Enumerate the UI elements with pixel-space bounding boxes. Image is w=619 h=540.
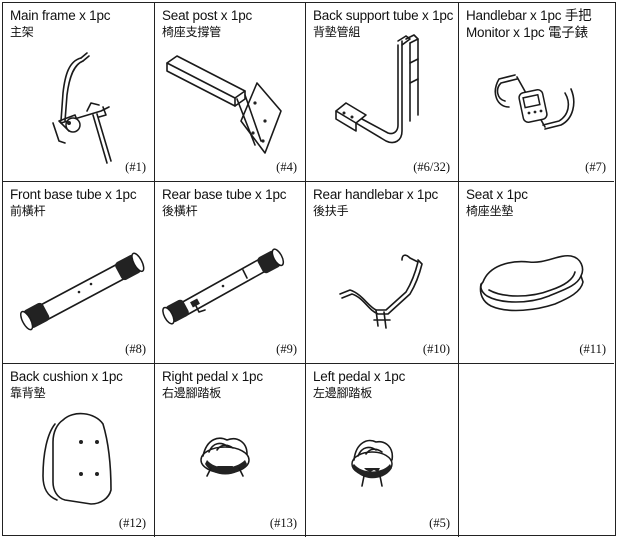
part-code: (#6/32)	[413, 160, 450, 174]
part-title: Back support tube x 1pc 背墊管組	[313, 7, 453, 41]
part-title: Handlebar x 1pc 手把 Monitor x 1pc 電子錶	[466, 7, 592, 41]
part-name: Seat x 1pc	[466, 187, 528, 202]
part-title: Rear base tube x 1pc 後橫杆	[162, 186, 287, 220]
part-name-cn: 主架	[10, 25, 34, 39]
rear-handlebar-icon	[339, 254, 423, 329]
part-title: Seat post x 1pc 椅座支撐管	[162, 7, 252, 41]
part-name-cn: 椅座坐墊	[466, 204, 514, 218]
part-code: (#8)	[125, 342, 146, 356]
part-cell-rear-handlebar: Rear handlebar x 1pc 後扶手 (#10)	[306, 182, 459, 364]
part-name: Right pedal x 1pc	[162, 369, 263, 384]
empty-cell	[459, 364, 614, 537]
part-name: Back support tube x 1pc	[313, 8, 454, 23]
part-title: Right pedal x 1pc 右邊腳踏板	[162, 368, 263, 402]
part-cell-back-cushion: Back cushion x 1pc 靠背墊 (#12)	[3, 364, 155, 537]
part-code: (#4)	[276, 160, 297, 174]
front-base-tube-icon	[20, 252, 145, 331]
part-cell-front-base-tube: Front base tube x 1pc 前橫杆 (#8)	[3, 182, 155, 364]
part-title: Rear handlebar x 1pc 後扶手	[313, 186, 438, 220]
part-code: (#1)	[125, 160, 146, 174]
part-code: (#10)	[422, 342, 450, 356]
part-code: (#13)	[269, 516, 297, 530]
part-cell-left-pedal: Left pedal x 1pc 左邊腳踏板 (#5)	[306, 364, 459, 537]
rear-base-tube-icon	[162, 248, 285, 325]
part-cell-rear-base-tube: Rear base tube x 1pc 後橫杆 (#9)	[155, 182, 306, 364]
part-name: Seat post x 1pc	[162, 8, 253, 23]
part-name: Rear base tube x 1pc	[162, 187, 287, 202]
part-name: Rear handlebar x 1pc	[313, 187, 439, 202]
part-name-cn: 後扶手	[313, 204, 349, 218]
right-pedal-icon	[200, 437, 250, 477]
seat-icon	[479, 254, 584, 312]
part-name-cn: 後橫杆	[162, 204, 198, 218]
part-name: Front base tube x 1pc	[10, 187, 137, 202]
part-title: Seat x 1pc 椅座坐墊	[466, 186, 528, 220]
back-cushion-icon	[42, 412, 112, 505]
seat-post-icon	[166, 55, 282, 154]
part-cell-back-support-tube: Back support tube x 1pc 背墊管組 (#6/32)	[306, 3, 459, 182]
part-name: Left pedal x 1pc	[313, 369, 406, 384]
part-title: Left pedal x 1pc 左邊腳踏板	[313, 368, 405, 402]
part-name-cn: Monitor x 1pc 電子錶	[466, 25, 588, 40]
part-code: (#7)	[585, 160, 606, 174]
part-name-cn: 右邊腳踏板	[162, 386, 222, 400]
part-name: Back cushion x 1pc	[10, 369, 123, 384]
part-cell-handlebar-monitor: Handlebar x 1pc 手把 Monitor x 1pc 電子錶 (#7)	[459, 3, 614, 182]
part-cell-seat: Seat x 1pc 椅座坐墊 (#11)	[459, 182, 614, 364]
left-pedal-icon	[351, 439, 394, 487]
part-name: Handlebar x 1pc 手把	[466, 8, 592, 23]
part-name: Main frame x 1pc	[10, 8, 111, 23]
part-title: Back cushion x 1pc 靠背墊	[10, 368, 123, 402]
part-cell-seat-post: Seat post x 1pc 椅座支撐管 (#4)	[155, 3, 306, 182]
part-title: Main frame x 1pc 主架	[10, 7, 111, 41]
part-cell-right-pedal: Right pedal x 1pc 右邊腳踏板 (#13)	[155, 364, 306, 537]
part-code: (#9)	[276, 342, 297, 356]
part-name-cn: 左邊腳踏板	[313, 386, 373, 400]
part-cell-main-frame: Main frame x 1pc 主架 (#1)	[3, 3, 155, 182]
part-name-cn: 前橫杆	[10, 204, 46, 218]
part-name-cn: 椅座支撐管	[162, 25, 222, 39]
part-title: Front base tube x 1pc 前橫杆	[10, 186, 137, 220]
main-frame-icon	[52, 52, 112, 164]
part-name-cn: 靠背墊	[10, 386, 46, 400]
part-code: (#11)	[579, 342, 606, 356]
back-support-tube-icon	[335, 34, 419, 144]
part-name-cn: 背墊管組	[313, 25, 361, 39]
part-code: (#12)	[118, 516, 146, 530]
handlebar-monitor-icon	[494, 74, 575, 130]
part-code: (#5)	[429, 516, 450, 530]
